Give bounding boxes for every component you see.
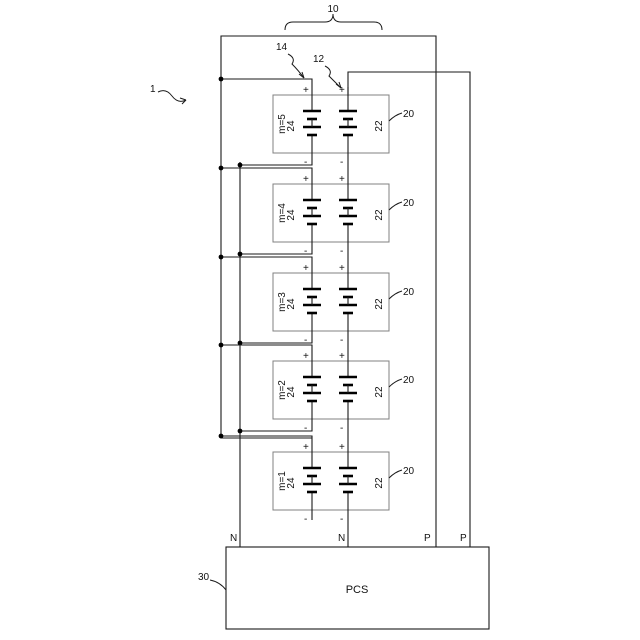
minus-mark: - [340,335,343,346]
cell-ref-left: 24 [286,209,297,221]
junction-dot [238,252,243,257]
plus-mark: + [339,442,345,453]
minus-mark: - [304,423,307,434]
plus-mark: + [339,263,345,274]
group-label: 10 [327,4,339,15]
plus-mark: + [303,174,309,185]
module-ref-label: 20 [403,109,415,120]
junction-dot [219,255,224,260]
junction-dot [238,429,243,434]
minus-rail-link-14 [240,161,312,165]
pcs-label: PCS [346,584,369,596]
module-ref-leader [389,113,402,121]
plus-rail-link-14 [221,345,312,353]
cell-ref-left: 24 [286,477,297,489]
minus-rail-link-14 [240,250,312,254]
cell-ref-right: 22 [374,298,385,310]
plus-rail-link-14 [221,436,312,444]
minus-rail-link-14 [240,427,312,431]
cell-ref-left: 24 [286,386,297,398]
plus-mark: + [303,263,309,274]
plus-mark: + [303,442,309,453]
module-m=2: +-+-m=2242220 [273,351,415,434]
module-ref-label: 20 [403,466,415,477]
terminal-n-14: N [230,533,237,544]
module-ref-leader [389,470,402,478]
plus-rail-link-14 [221,79,312,87]
terminal-n-12: N [338,533,345,544]
minus-mark: - [304,157,307,168]
plus-rail-link-14 [221,257,312,265]
plus-mark: + [339,174,345,185]
plus-mark: + [303,351,309,362]
minus-mark: - [340,246,343,257]
cell-ref-right: 22 [374,386,385,398]
pcs-ref: 30 [198,572,210,583]
module-ref-leader [389,291,402,299]
string-label-12: 12 [313,54,325,65]
group-brace [285,14,382,30]
junction-dot [219,77,224,82]
cell-ref-left: 24 [286,120,297,132]
cell-ref-right: 22 [374,477,385,489]
cell-ref-left: 24 [286,298,297,310]
plus-mark: + [303,85,309,96]
minus-mark: - [340,514,343,525]
cell-ref-right: 22 [374,120,385,132]
minus-mark: - [340,157,343,168]
plus-mark: + [339,351,345,362]
string-label-14: 14 [276,42,288,53]
module-ref-label: 20 [403,375,415,386]
junction-dot [219,343,224,348]
pcs-ref-leader [210,580,226,590]
minus-mark: - [340,423,343,434]
string-14-leader [288,54,304,78]
terminal-p-14: P [424,533,431,544]
junction-dot [219,166,224,171]
junction-dot [219,434,224,439]
module-ref-label: 20 [403,198,415,209]
module-ref-leader [389,202,402,210]
modules-layer: +-+-m=5242220+-+-m=4242220+-+-m=3242220+… [273,85,415,525]
minus-rail-link-14 [240,339,312,343]
module-m=5: +-+-m=5242220 [273,85,415,168]
module-ref-label: 20 [403,287,415,298]
module-ref-leader [389,379,402,387]
plus-rail-link-14 [221,168,312,176]
cell-ref-right: 22 [374,209,385,221]
minus-mark: - [304,246,307,257]
minus-mark: - [304,335,307,346]
system-label: 1 [150,84,156,95]
module-m=4: +-+-m=4242220 [273,174,415,257]
junction-dot [238,163,243,168]
module-m=1: +-+-m=1242220 [273,442,415,525]
module-m=3: +-+-m=3242220 [273,263,415,346]
plus-mark: + [339,85,345,96]
minus-mark: - [304,514,307,525]
terminal-p-12: P [460,533,467,544]
system-leader [158,91,186,102]
